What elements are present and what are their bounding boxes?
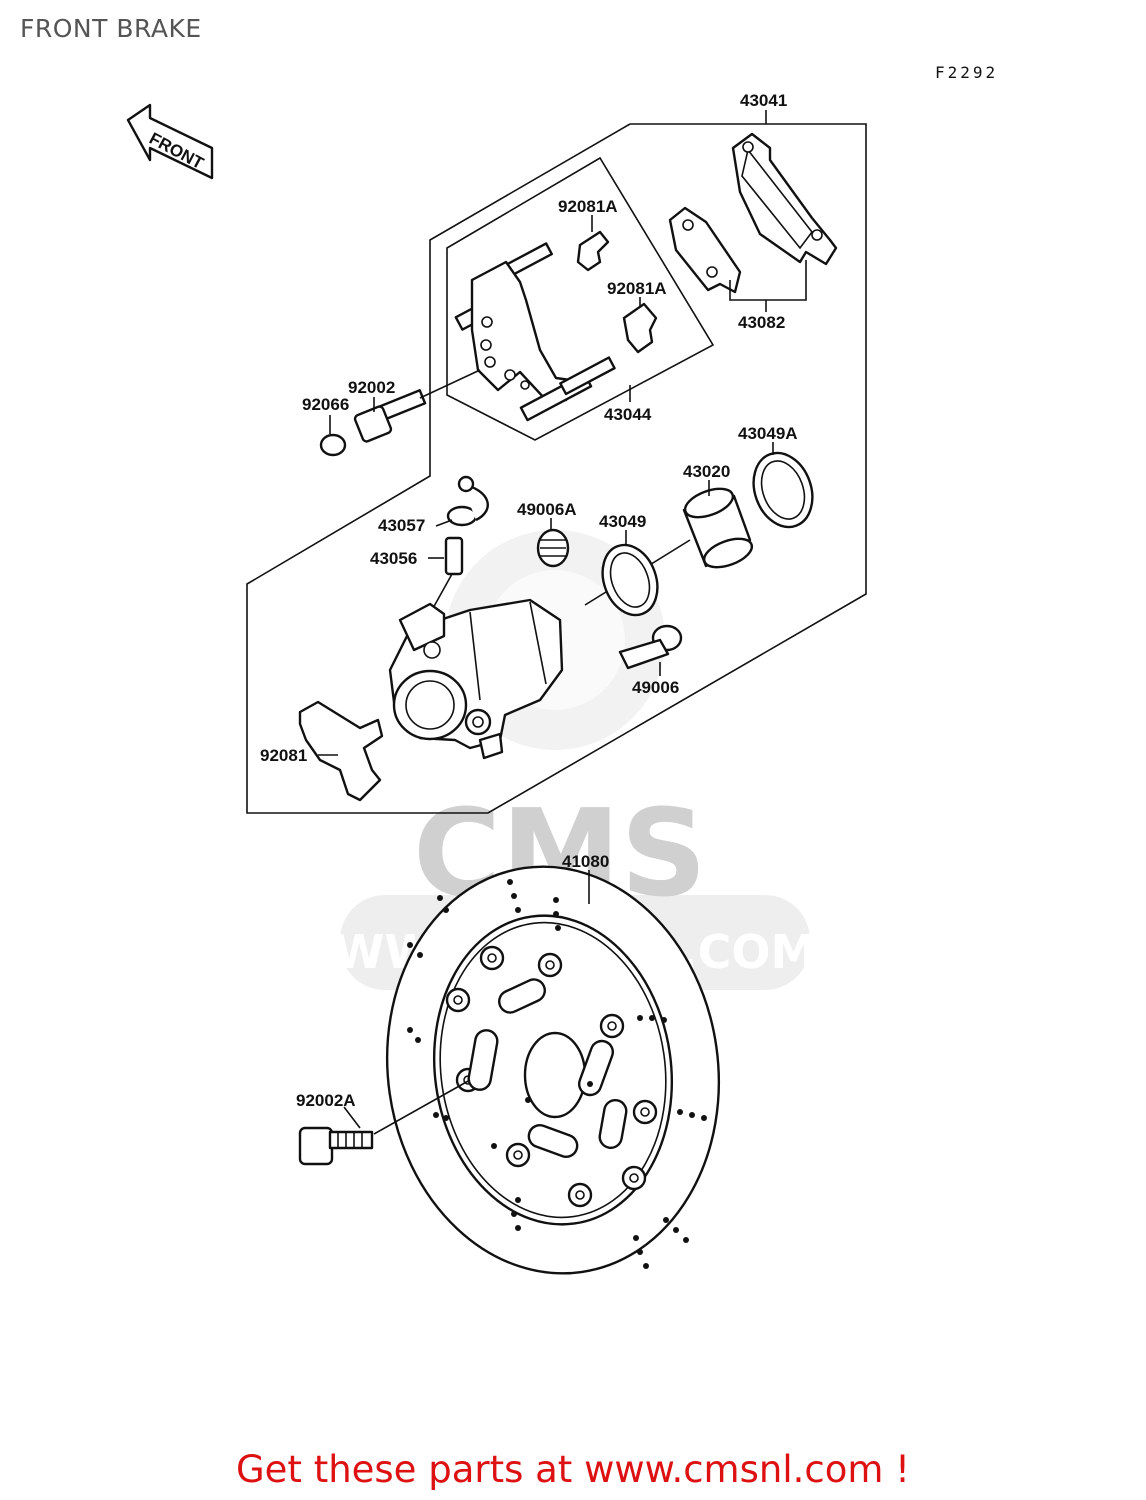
brake-disc [385, 865, 721, 1275]
part-label-92066: 92066 [302, 395, 349, 414]
bleeder-screw [618, 624, 683, 670]
front-arrow-icon: FRONT [126, 103, 214, 180]
part-label-43020: 43020 [683, 462, 730, 481]
bolt-cap [319, 433, 347, 457]
part-label-43044: 43044 [604, 405, 652, 424]
part-label-43056: 43056 [370, 549, 417, 568]
hose-banjo [446, 475, 489, 527]
piston-seal [601, 543, 659, 617]
part-label-92081A-upper: 92081A [558, 197, 618, 216]
assembly-outline [246, 123, 867, 814]
part-label-43082: 43082 [738, 313, 785, 332]
bracket-outline [446, 156, 715, 441]
disc-vent-holes [407, 879, 707, 1269]
part-label-43057: 43057 [378, 516, 425, 535]
part-label-41080: 41080 [562, 852, 609, 871]
part-label-92081A-lower: 92081A [607, 279, 667, 298]
disc-slots [467, 978, 628, 1158]
bleeder-cap [536, 528, 570, 568]
bracket-bolt [353, 389, 427, 443]
part-label-92002: 92002 [348, 378, 395, 397]
page-title: FRONT BRAKE [20, 14, 202, 43]
part-label-92002A: 92002A [296, 1091, 356, 1110]
part-label-49006A: 49006A [517, 500, 577, 519]
figure-code: F2292 [935, 63, 999, 82]
piston-seal-dust [752, 451, 814, 529]
brake-pad-front [668, 206, 742, 294]
brake-pad-rear [731, 132, 838, 266]
pad-spring-clip-lower [622, 302, 658, 354]
caliper-body [388, 598, 564, 760]
bleeder-valve [444, 536, 464, 576]
caliper-bracket [454, 242, 616, 422]
pad-spring-clip-upper [576, 230, 610, 272]
part-label-49006: 49006 [632, 678, 679, 697]
caliper-spring-plate [298, 700, 384, 802]
part-label-43049: 43049 [599, 512, 646, 531]
part-label-92081: 92081 [260, 746, 307, 765]
disc-bolt [298, 1126, 374, 1166]
promo-link[interactable]: Get these parts at www.cmsnl.com ! [235, 1448, 910, 1491]
disc-mount-holes [445, 945, 658, 1208]
part-label-43041: 43041 [740, 91, 787, 110]
caliper-piston [682, 487, 754, 569]
part-label-43049A: 43049A [738, 424, 798, 443]
